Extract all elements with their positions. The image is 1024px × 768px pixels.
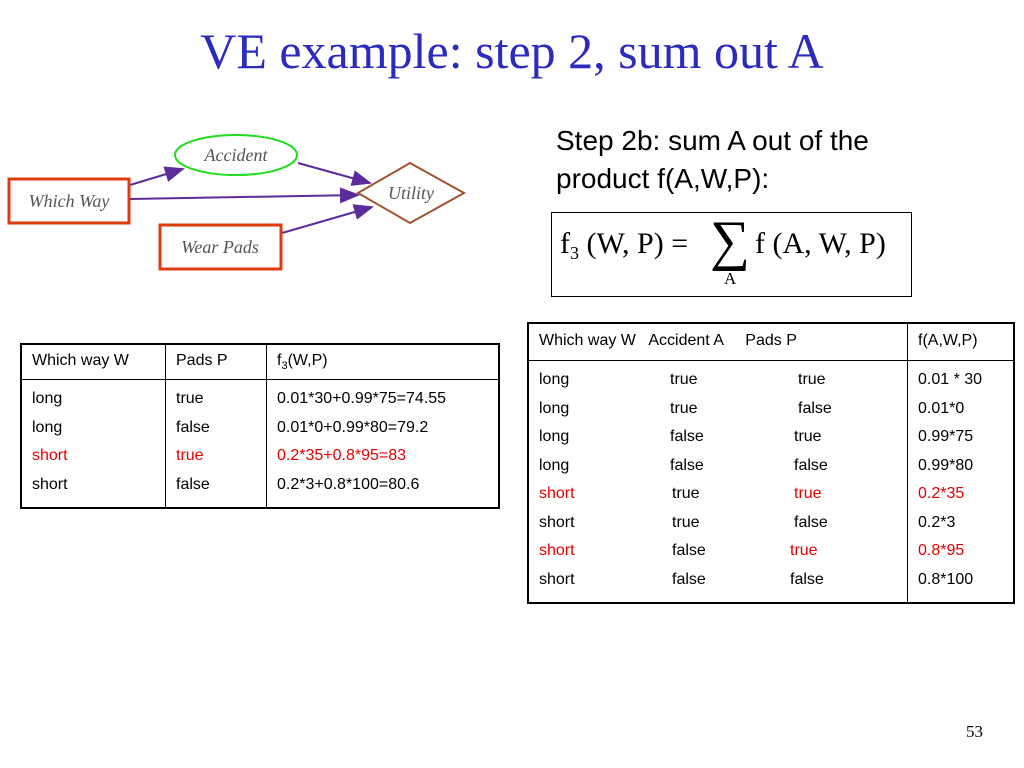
cell-f: 0.2*35 <box>918 485 965 502</box>
formula-lhs-subscript: 3 <box>570 243 579 263</box>
step-line-1: Step 2b: sum A out of the <box>556 125 869 156</box>
accident-node <box>174 134 298 176</box>
cell-p: true <box>794 485 822 502</box>
accident-label: Accident <box>204 145 269 165</box>
cell-w: long <box>539 456 570 474</box>
cell-p: false <box>794 456 828 474</box>
col-f3: 0.01*30+0.99*75=74.55 0.01*0+0.99*80=79.… <box>266 379 500 509</box>
cell-w: short <box>32 475 68 493</box>
header-f3: f3(W,P) <box>266 343 500 381</box>
cell-f: 0.01 * 30 <box>918 371 983 388</box>
cell-w: long <box>539 428 570 445</box>
header-which-way: Which way W <box>20 343 166 381</box>
col-which-way: long long long long short short short sh… <box>539 366 575 594</box>
which-way-label: Which Way <box>29 191 110 211</box>
cell-p: true <box>176 447 204 465</box>
cell-f: 0.99*75 <box>918 428 974 445</box>
header-pads: Pads P <box>165 343 267 381</box>
cell-w: short <box>539 513 575 531</box>
page-number: 53 <box>966 722 983 741</box>
cell-f3: 0.2*3+0.8*100=80.6 <box>277 475 420 493</box>
formula-lhs-args: (W, P) = <box>586 227 689 260</box>
slide-title: VE example: step 2, sum out A <box>200 23 824 79</box>
header-w-a-p: Which way W Accident A Pads P <box>527 322 908 361</box>
header-fawp: f(A,W,P) <box>907 322 1015 361</box>
cell-p: true <box>794 428 822 445</box>
table-header-row: Which way W Accident A Pads P f(A,W,P) <box>527 322 1015 361</box>
cell-a: false <box>672 570 706 588</box>
cell-a: true <box>672 513 700 531</box>
arrow-whichway-utility <box>129 187 360 204</box>
formula-rhs: f (A, W, P) <box>755 227 886 260</box>
wear-pads-node <box>158 223 283 271</box>
cell-f: 0.2*3 <box>918 513 956 531</box>
sigma-subscript: A <box>724 269 737 288</box>
cell-w: long <box>539 371 570 388</box>
col-accident: true true false false true true false fa… <box>670 366 706 594</box>
cell-p: false <box>176 475 210 493</box>
step-description: Step 2b: sum A out of the product f(A,W,… <box>556 122 996 198</box>
cell-p: false <box>798 399 832 417</box>
col-w-a-p: long long long long short short short sh… <box>527 360 908 603</box>
cell-p: false <box>176 418 210 436</box>
utility-label: Utility <box>388 183 434 203</box>
arrow-accident-utility <box>297 162 372 186</box>
cell-a: true <box>670 399 698 417</box>
cell-p: false <box>790 570 824 588</box>
arrow-wearpads-utility <box>281 204 374 234</box>
cell-a: false <box>672 542 706 559</box>
table-row: long long short short true false true fa… <box>20 379 500 509</box>
table-row: long long long long short short short sh… <box>527 360 1015 603</box>
cell-f: 0.99*80 <box>918 456 974 474</box>
cell-w: long <box>539 399 570 417</box>
formula-lhs-f: f <box>560 227 570 260</box>
cell-w: long <box>32 390 63 408</box>
cell-w: short <box>539 485 575 502</box>
cell-f3: 0.2*35+0.8*95=83 <box>277 447 407 465</box>
cell-w: short <box>539 570 575 588</box>
cell-w: short <box>32 447 68 465</box>
cell-p: true <box>176 390 204 408</box>
cell-p: true <box>798 371 826 388</box>
cell-f: 0.8*100 <box>918 570 974 588</box>
cell-a: false <box>670 428 704 445</box>
cell-f: 0.01*0 <box>918 399 965 417</box>
which-way-node <box>7 177 131 225</box>
cell-f: 0.8*95 <box>918 542 965 559</box>
col-fawp: 0.01 * 30 0.01*0 0.99*75 0.99*80 0.2*35 … <box>907 360 1015 603</box>
cell-f3: 0.01*30+0.99*75=74.55 <box>277 390 447 408</box>
formula-lhs: f3 (W, P) = <box>560 227 689 263</box>
cell-p: false <box>794 513 828 531</box>
fawp-table: Which way W Accident A Pads P f(A,W,P) l… <box>527 322 1015 604</box>
cell-a: true <box>672 485 700 502</box>
cell-w: short <box>539 542 575 559</box>
cell-a: false <box>670 456 704 474</box>
col-which-way: long long short short <box>20 379 166 509</box>
cell-p: true <box>790 542 818 559</box>
col-pads: true false true false <box>165 379 267 509</box>
step-line-2: product f(A,W,P): <box>556 163 770 194</box>
cell-f3: 0.01*0+0.99*80=79.2 <box>277 418 429 436</box>
cell-a: true <box>670 371 698 388</box>
col-pads: true false true false true false true fa… <box>790 366 832 594</box>
cell-w: long <box>32 418 63 436</box>
wear-pads-label: Wear Pads <box>181 237 259 257</box>
utility-node <box>355 161 467 225</box>
f3-table: Which way W Pads P f3(W,P) long long sho… <box>20 343 500 510</box>
table-header-row: Which way W Pads P f3(W,P) <box>20 343 500 381</box>
influence-diagram: Accident Utility Which Way Wear Pads <box>7 134 467 271</box>
sigma-symbol: ∑ <box>710 210 750 272</box>
sum-formula: f3 (W, P) = ∑ A f (A, W, P) <box>551 210 912 297</box>
arrow-whichway-accident <box>129 166 185 186</box>
